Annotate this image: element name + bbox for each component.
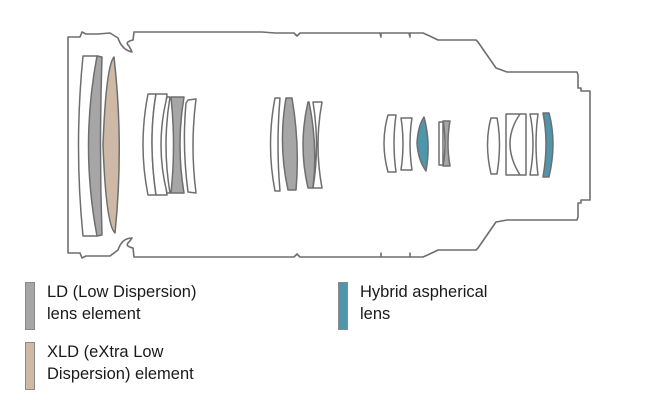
lens-element-19 bbox=[505, 113, 527, 176]
lens-element-16 bbox=[438, 121, 444, 166]
lens-element-10-ld bbox=[281, 97, 299, 191]
lens-element-21-hybrid-aspherical bbox=[542, 112, 554, 178]
lens-element-2-ld bbox=[87, 55, 103, 237]
lens-element-3-xld bbox=[102, 56, 120, 234]
lens-element-18 bbox=[486, 117, 501, 175]
lens-element-12 bbox=[312, 101, 323, 189]
lens-element-17-ld bbox=[442, 120, 451, 167]
lens-element-19-inner bbox=[509, 113, 521, 176]
lens-element-20 bbox=[529, 113, 539, 176]
lens-element-9 bbox=[269, 97, 281, 192]
lens-element-8 bbox=[183, 98, 197, 194]
lens-element-14 bbox=[400, 117, 413, 171]
legend-item-xld: XLD (eXtra Low Dispersion) element bbox=[25, 341, 194, 390]
lens-element-15-hybrid-aspherical bbox=[416, 116, 429, 172]
legend-label-ld: LD (Low Dispersion) lens element bbox=[47, 283, 197, 323]
lens-element-7-ld bbox=[170, 96, 185, 194]
lens-construction-diagram bbox=[67, 31, 591, 259]
legend-item-hybrid-aspherical: Hybrid aspherical lens bbox=[338, 281, 487, 330]
legend-item-ld: LD (Low Dispersion) lens element bbox=[25, 281, 196, 330]
legend-label-hybrid-aspherical: Hybrid aspherical lens bbox=[360, 283, 488, 323]
legend-label-xld: XLD (eXtra Low Dispersion) element bbox=[47, 343, 194, 383]
ld-swatch bbox=[25, 282, 35, 330]
hybrid-aspherical-swatch bbox=[338, 282, 348, 330]
lens-barrel-outline bbox=[67, 31, 591, 259]
lens-element-13 bbox=[383, 114, 397, 173]
lens-element-11-ld bbox=[302, 101, 316, 189]
lens-element-6 bbox=[160, 96, 171, 194]
xld-swatch bbox=[25, 342, 35, 390]
